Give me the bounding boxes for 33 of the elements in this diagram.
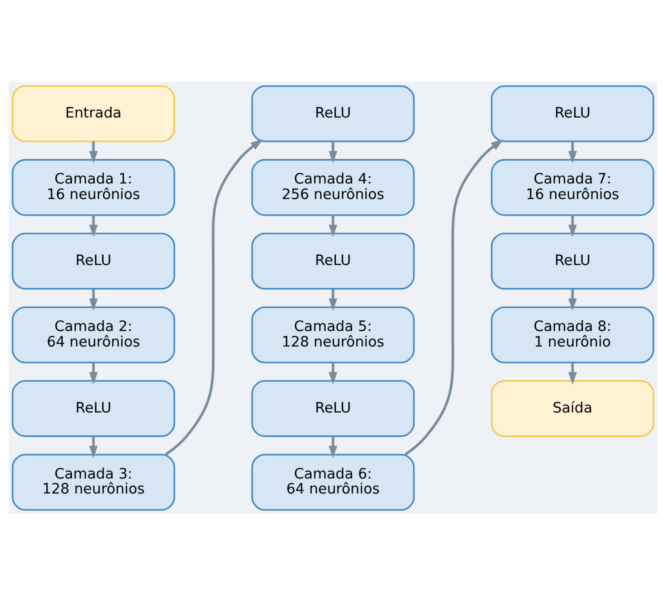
arrow: [328, 141, 338, 164]
arrow: [404, 139, 504, 456]
node-box: Camada 8: 1 neurônio: [490, 306, 654, 364]
node-box: ReLU: [251, 85, 415, 142]
arrow: [568, 362, 577, 384]
arrow: [568, 141, 577, 164]
node-box: ReLU: [12, 380, 176, 437]
node-box: Camada 7: 16 neurônios: [490, 159, 654, 216]
node-box: Camada 5: 128 neurônios: [251, 306, 415, 364]
arrow: [328, 215, 338, 238]
arrow: [568, 215, 577, 238]
arrow: [89, 288, 98, 311]
node-box: Camada 4: 256 neurônios: [251, 159, 415, 216]
node-box: Camada 1: 16 neurônios: [12, 159, 176, 216]
node-box: Camada 3: 128 neurônios: [12, 454, 176, 511]
arrow: [328, 362, 338, 384]
node-box: Camada 2: 64 neurônios: [12, 306, 176, 364]
node-box: ReLU: [251, 232, 415, 290]
arrow: [89, 362, 98, 384]
node-box: ReLU: [12, 232, 176, 290]
node-box: ReLU: [251, 380, 415, 437]
arrow: [328, 436, 338, 458]
node-box: Saída: [490, 380, 654, 437]
arrow: [89, 141, 98, 164]
arrow: [328, 288, 338, 311]
arrow: [165, 139, 263, 456]
node-box: Entrada: [12, 85, 176, 142]
node-box: Camada 6: 64 neurônios: [251, 454, 415, 511]
node-box: ReLU: [490, 232, 654, 290]
arrow: [568, 288, 577, 311]
arrow: [89, 436, 98, 458]
arrow: [89, 215, 98, 238]
node-box: ReLU: [490, 85, 654, 142]
